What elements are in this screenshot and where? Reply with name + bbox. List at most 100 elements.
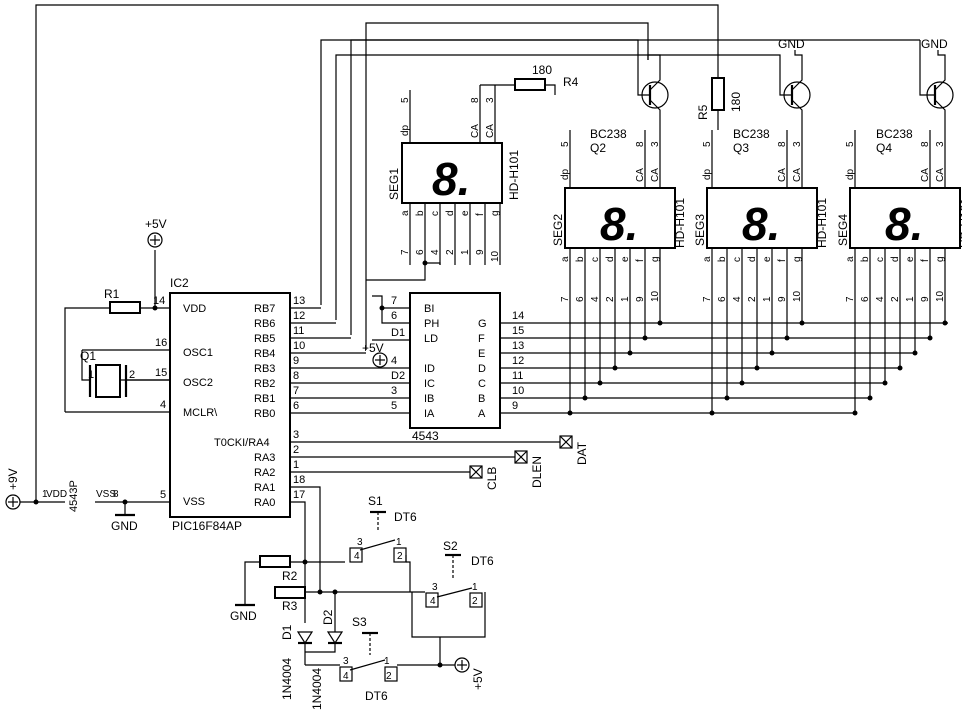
seg3-ca1: CA <box>777 168 788 182</box>
r5-label: R5 <box>696 104 710 120</box>
ld-label: LD <box>424 333 438 345</box>
pin1-num: 1 <box>293 459 299 471</box>
s2-pin1: 1 <box>472 582 478 593</box>
seg2-digit: 8. <box>600 198 638 250</box>
seg2-ca1: CA <box>635 168 646 182</box>
s1-pin2: 2 <box>397 551 403 562</box>
g-label: G <box>478 318 487 330</box>
seg3-c: c <box>732 257 743 262</box>
rb4-label: RB4 <box>254 348 275 360</box>
dat-testpoint <box>559 435 573 449</box>
pin10-num: 10 <box>293 340 305 352</box>
rb3-label: RB3 <box>254 363 275 375</box>
seg4-a: a <box>845 256 856 262</box>
seg3-top3: 3 <box>792 141 803 147</box>
s1-label: S1 <box>368 494 383 508</box>
n-vss-label: VSS <box>96 489 116 500</box>
seg4-b: b <box>860 256 871 262</box>
pin17-num: 17 <box>293 489 305 501</box>
seg2-dp: dp <box>560 168 571 180</box>
dec-pin3: 3 <box>391 385 397 397</box>
seg2-ca2: CA <box>650 168 661 182</box>
pin18-num: 18 <box>293 474 305 486</box>
seg2-p10: 10 <box>650 290 661 302</box>
rb5-wire <box>350 39 920 335</box>
vss-label: VSS <box>183 496 205 508</box>
seg4-ca1: CA <box>920 168 931 182</box>
seg2-label: SEG2 <box>551 214 565 246</box>
t0cki-label: T0CKI/RA4 <box>214 437 270 449</box>
dat-label: DAT <box>575 441 589 465</box>
dec-pin7: 7 <box>391 295 397 307</box>
seg4-ca2: CA <box>935 168 946 182</box>
seg3-top5: 5 <box>702 141 713 147</box>
seg2-d: d <box>605 256 616 262</box>
pin9-num: 9 <box>293 355 299 367</box>
r3-resistor <box>274 586 306 599</box>
c-label: C <box>478 378 486 390</box>
pin5-num: 5 <box>160 489 166 501</box>
seg2-part: HD-H101 <box>673 198 687 248</box>
q2-transistor: BC238 Q2 <box>590 54 669 155</box>
clb-label: CLB <box>485 467 499 490</box>
q4-label: Q4 <box>876 141 892 155</box>
plus5v-label-1: +5V <box>145 217 167 231</box>
pin8-num: 8 <box>293 370 299 382</box>
seg2-p2: 2 <box>605 296 616 302</box>
dec-out12: 12 <box>512 355 524 367</box>
s1-switch: S1 DT6 3 1 4 2 <box>349 494 417 592</box>
seg3-label: SEG3 <box>693 214 707 246</box>
seg4-p4: 4 <box>875 296 886 302</box>
s2-switch: S2 DT6 3 1 4 2 <box>411 539 494 638</box>
r1-label: R1 <box>104 287 120 301</box>
f-label: F <box>478 333 485 345</box>
seg4-part: HD-H101 <box>958 198 962 248</box>
seg1-p7: 7 <box>400 249 411 255</box>
vplus9-wire <box>35 4 719 502</box>
seg1-dp: dp <box>400 124 411 136</box>
s2-pin3: 3 <box>432 582 438 593</box>
seg3-top8: 8 <box>777 141 788 147</box>
seg1-ca2: CA <box>485 124 496 138</box>
seg2-p4: 4 <box>590 296 601 302</box>
seg2-p1: 1 <box>620 296 631 302</box>
pin12-num: 12 <box>293 310 305 322</box>
seg1-p9: 9 <box>475 249 486 255</box>
dec-out9: 9 <box>512 400 518 412</box>
s1-pin3: 3 <box>357 537 363 548</box>
osc1-label: OSC1 <box>183 347 213 359</box>
d2-type: 1N4004 <box>310 668 324 710</box>
d-label: D <box>478 363 486 375</box>
r3-label: R3 <box>282 599 298 613</box>
ib-label: IB <box>424 393 434 405</box>
d1-label: D1 <box>280 624 294 640</box>
r4-resistor <box>514 78 546 91</box>
seg3-p10: 10 <box>792 290 803 302</box>
s2-label: S2 <box>443 539 458 553</box>
s3-label: S3 <box>352 615 367 629</box>
dec-out13: 13 <box>512 340 524 352</box>
rb6-label: RB6 <box>254 318 275 330</box>
mclr-label: MCLR\ <box>183 407 218 419</box>
ic2-body <box>169 292 291 518</box>
seg1-top3: 3 <box>485 97 496 103</box>
seg4-g: g <box>935 256 946 262</box>
seg3-g: g <box>792 256 803 262</box>
d1-diode <box>296 631 314 645</box>
dec-pin6: 6 <box>391 310 397 322</box>
d2-diode <box>326 631 344 645</box>
seg2-top8: 8 <box>635 141 646 147</box>
decoder-part: 4543 <box>412 429 439 443</box>
ra1-label: RA1 <box>254 482 275 494</box>
r4-label: R4 <box>563 75 579 89</box>
seg4-digit: 8. <box>885 198 923 250</box>
seg1-p1: 1 <box>460 249 471 255</box>
s2-pin4: 4 <box>430 596 436 607</box>
seg3-e: e <box>762 256 773 262</box>
seg3-p2: 2 <box>747 296 758 302</box>
rb7-label: RB7 <box>254 303 275 315</box>
rb5-label: RB5 <box>254 333 275 345</box>
